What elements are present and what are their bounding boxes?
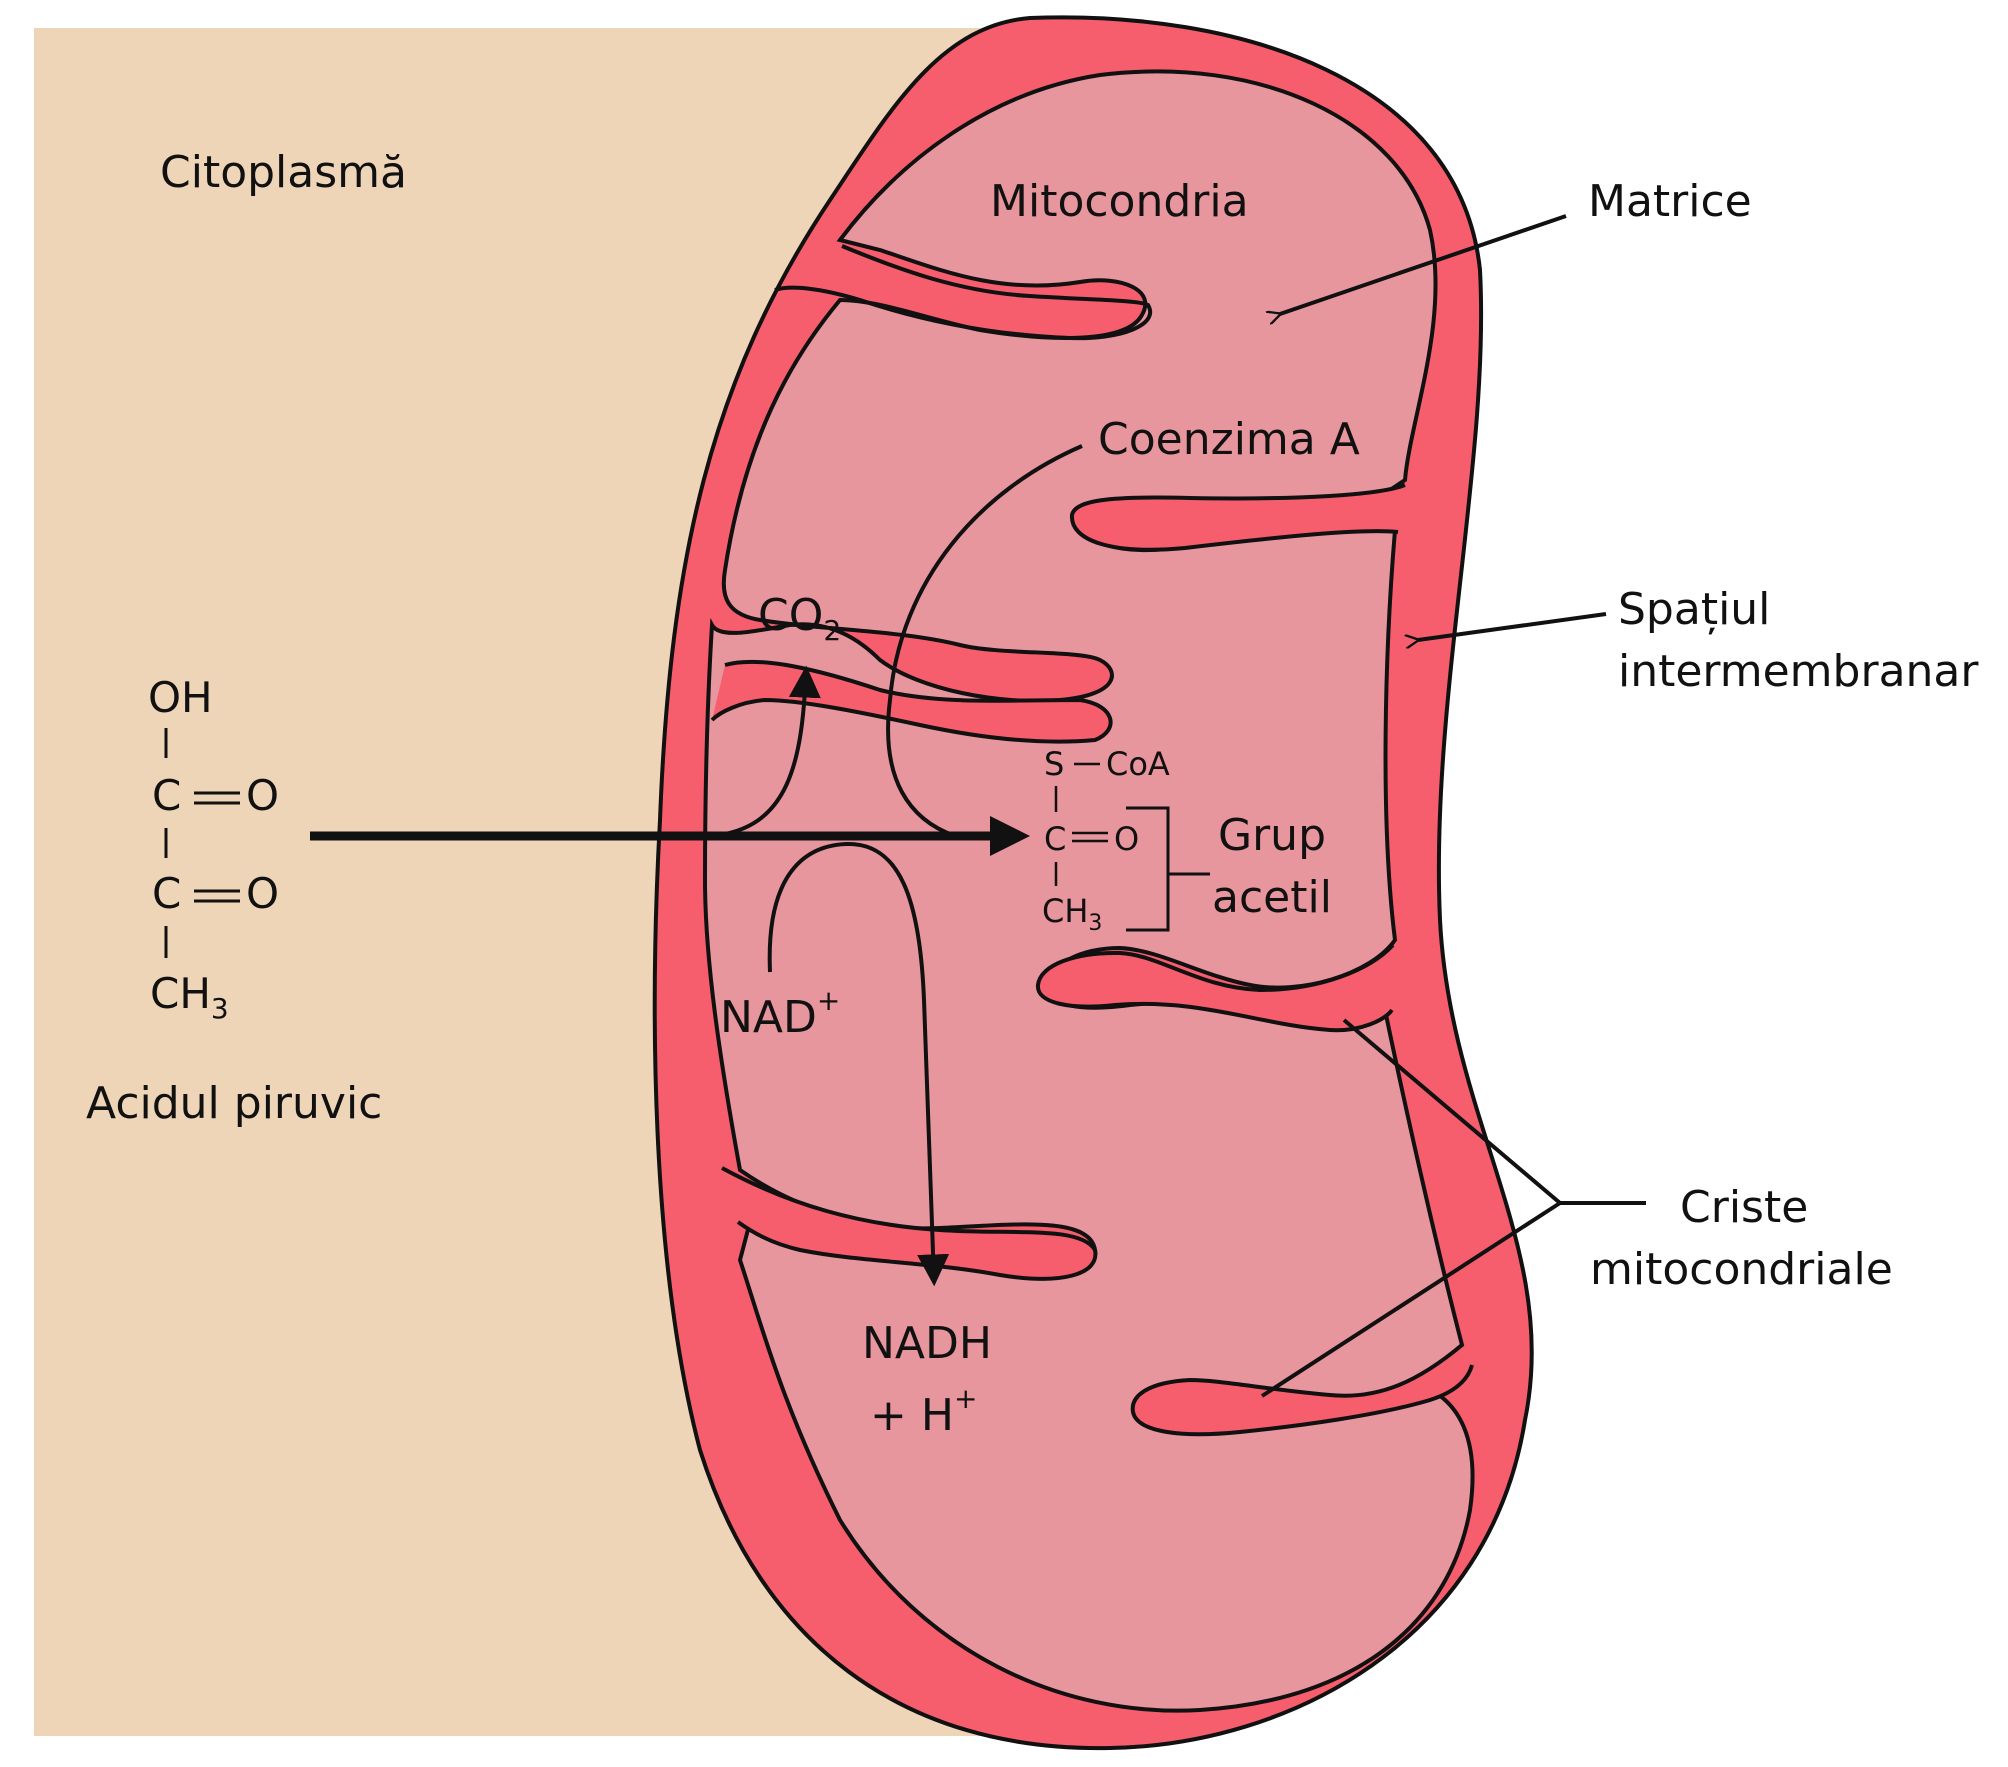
co2-label: CO2 [758, 590, 841, 647]
h-plus-label: + H+ [870, 1382, 977, 1441]
acetyl-ch3: CH3 [1042, 892, 1102, 936]
pyruvic-acid-structure: OH C O C O CH3 [148, 673, 279, 1025]
nadh-label: NADH [862, 1318, 992, 1369]
intermembrane-label-line1: Spațiul [1618, 584, 1770, 635]
acetyl-coa-structure: S CoA C O CH3 [1042, 745, 1170, 936]
coenzyme-a-path [886, 444, 1083, 838]
pyruvate-ch3: CH3 [150, 969, 229, 1025]
acetyl-coa: CoA [1106, 745, 1170, 783]
crista-mid-right [1069, 483, 1406, 552]
pyruvate-oh: OH [148, 673, 213, 722]
coenzyme-a-label: Coenzima A [1098, 414, 1360, 465]
pyruvate-c2: C [152, 869, 181, 918]
cristae-pointer [1260, 1018, 1646, 1398]
crista-bottom-left [721, 1166, 1098, 1281]
matrix-label: Matrice [1588, 176, 1752, 227]
intermembrane-label-line2: intermembranar [1618, 646, 1979, 697]
acetyl-group-label-line2: acetil [1212, 872, 1332, 923]
cristae-label-line2: mitocondriale [1590, 1244, 1893, 1295]
pyruvate-o2: O [246, 869, 279, 918]
acetyl-group-label-line1: Grup [1218, 810, 1326, 861]
matrix-pointer [1280, 214, 1567, 314]
pyruvate-c1: C [152, 771, 181, 820]
co2-arrow [709, 665, 821, 838]
pyruvic-acid-label: Acidul piruvic [86, 1078, 382, 1129]
crista-top [774, 244, 1153, 341]
cristae-label-line1: Criste [1680, 1182, 1808, 1233]
nad-arrow [767, 841, 950, 1287]
cytoplasm-label: Citoplasmă [160, 147, 407, 198]
acetyl-o: O [1114, 820, 1139, 858]
acetyl-group-bracket [1126, 806, 1210, 932]
crista-bottom-right [1130, 1343, 1474, 1437]
acetyl-s: S [1044, 745, 1064, 783]
pyruvate-o1: O [246, 771, 279, 820]
mitochondria-label: Mitocondria [990, 176, 1249, 227]
nad-label: NAD+ [720, 984, 840, 1043]
crista-lower-right [1036, 943, 1395, 1033]
pyruvate-arrowhead [990, 816, 1030, 856]
intermembrane-pointer [1418, 612, 1607, 640]
acetyl-c: C [1044, 820, 1066, 858]
